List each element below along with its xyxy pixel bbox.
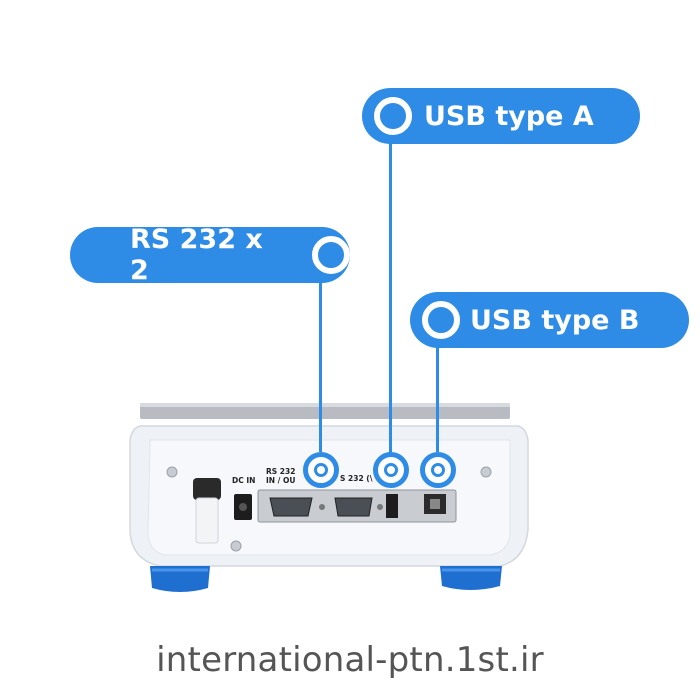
ring-icon (374, 97, 412, 135)
callout-usb-b: USB type B (410, 292, 689, 348)
foot-left (150, 566, 210, 592)
ring-icon (422, 301, 460, 339)
usb-a-port (386, 494, 398, 518)
label-rs232-line1: RS 232 (266, 467, 296, 476)
callout-usb-a-label: USB type A (424, 100, 594, 132)
screw-icon (230, 540, 242, 552)
screw-icon (480, 466, 492, 478)
leader-usb-b (436, 346, 439, 452)
label-rs232-second: S 232 (\ (340, 474, 373, 483)
marker-rs232 (303, 452, 339, 488)
leader-usb-a (389, 143, 392, 453)
marker-usb-a (373, 452, 409, 488)
label-rs232-line2: IN / OU (266, 476, 296, 485)
marker-usb-b (420, 452, 456, 488)
callout-usb-b-label: USB type B (470, 304, 640, 336)
rs232-port-1 (269, 497, 313, 517)
footer-site-text: international-ptn.1st.ir (156, 640, 544, 680)
label-dc-in: DC IN (232, 476, 256, 485)
callout-rs232: RS 232 x 2 (70, 224, 350, 286)
rs232-port-2 (334, 497, 373, 517)
label-rs232-inout: RS 232 IN / OU (266, 467, 296, 485)
leader-rs232 (319, 282, 322, 452)
foot-right (440, 566, 502, 590)
callout-usb-a: USB type A (362, 88, 640, 144)
callout-rs232-label: RS 232 x 2 (130, 224, 263, 286)
screw-icon (166, 466, 178, 478)
ring-icon (312, 236, 350, 274)
